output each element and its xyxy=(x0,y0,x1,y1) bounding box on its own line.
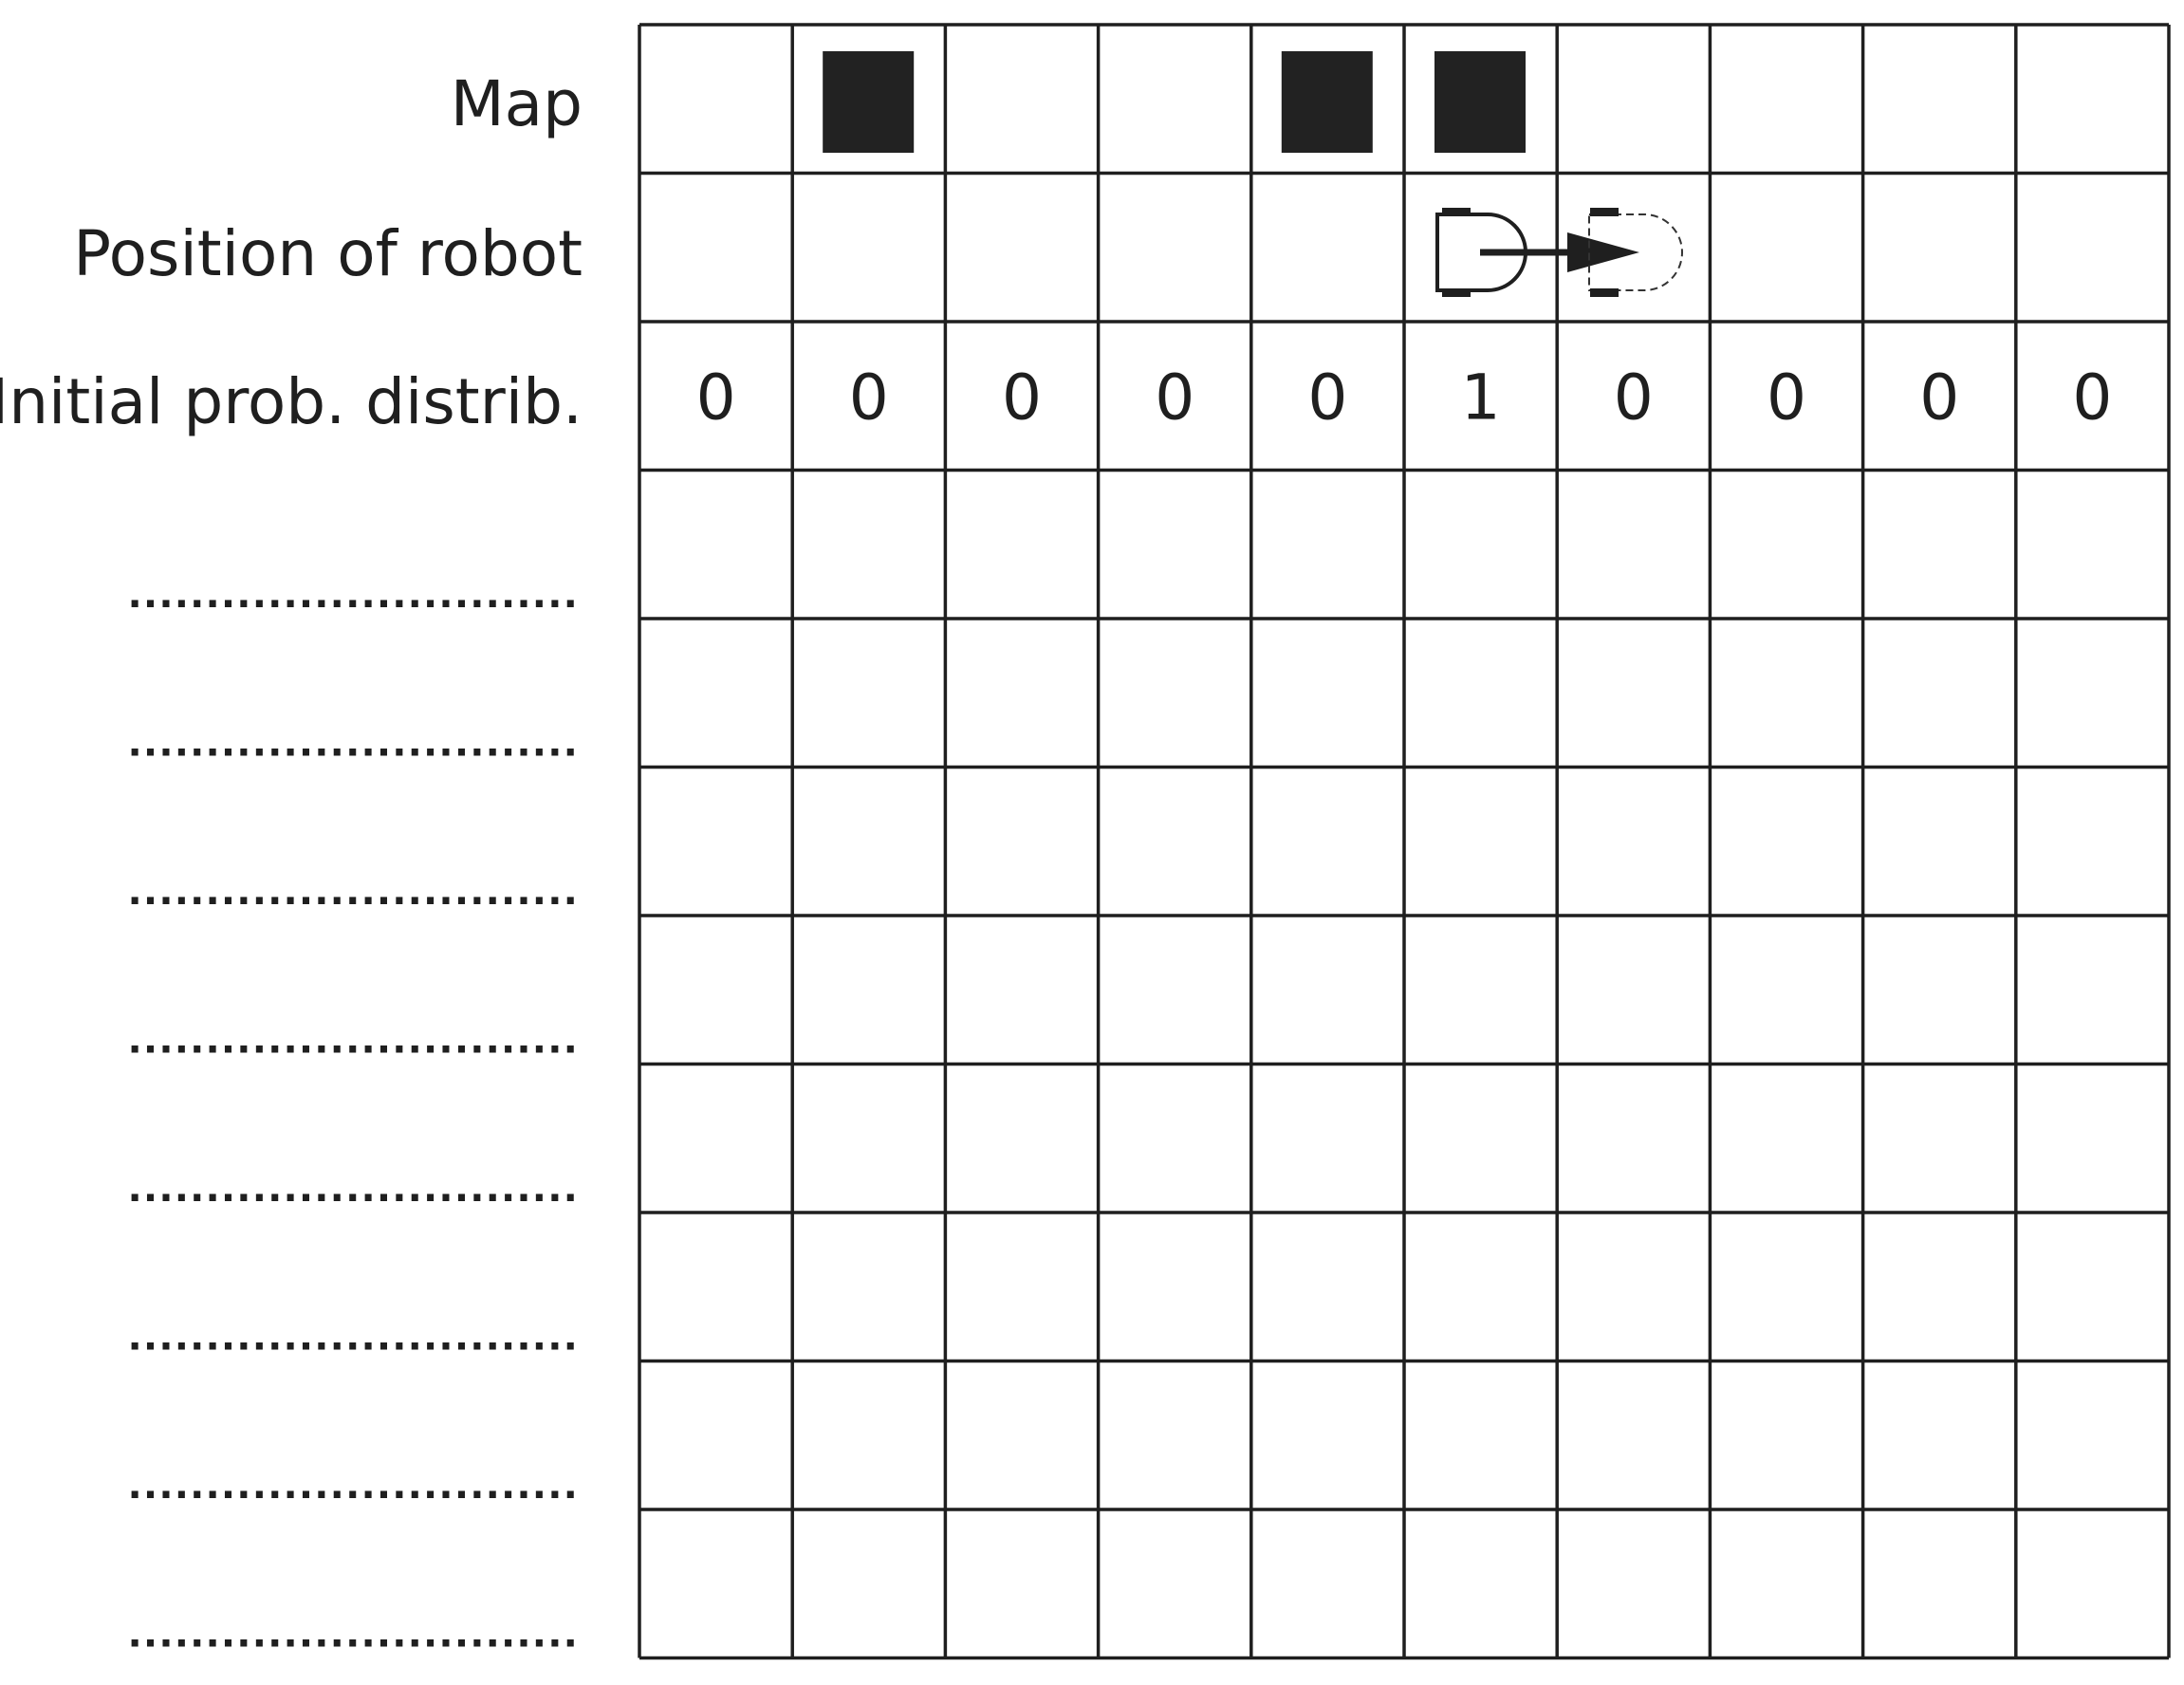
probability-value: 0 xyxy=(849,361,889,434)
map-obstacles xyxy=(823,51,1526,153)
initial-distribution-row-label: Initial prob. distrib. xyxy=(0,365,583,438)
placeholder-label: ............................. xyxy=(128,1019,579,1063)
placeholder-label: ............................. xyxy=(128,573,579,617)
robot-ghost-icon xyxy=(1588,208,1683,297)
placeholder-label: ............................. xyxy=(128,1167,579,1211)
placeholder-labels: ........................................… xyxy=(128,573,579,1657)
move-right-arrow-icon xyxy=(1480,232,1639,272)
probability-value: 0 xyxy=(1614,361,1654,434)
obstacle-cell xyxy=(1281,51,1373,153)
placeholder-label: ............................. xyxy=(128,1464,579,1508)
probability-value: 1 xyxy=(1461,361,1501,434)
probability-value: 0 xyxy=(1002,361,1042,434)
probability-value: 0 xyxy=(1919,361,1959,434)
placeholder-label: ............................. xyxy=(128,1316,579,1360)
placeholder-label: ............................. xyxy=(128,722,579,766)
position-row-label: Position of robot xyxy=(73,217,583,290)
initial-distribution-values: 0 0 0 0 0 1 0 0 0 0 xyxy=(696,361,2113,434)
obstacle-cell xyxy=(823,51,915,153)
probability-value: 0 xyxy=(696,361,736,434)
probability-value: 0 xyxy=(2072,361,2112,434)
map-row-label: Map xyxy=(451,67,583,140)
probability-value: 0 xyxy=(1767,361,1806,434)
grid xyxy=(638,23,2171,1660)
probability-value: 0 xyxy=(1307,361,1347,434)
probability-value: 0 xyxy=(1155,361,1194,434)
robot-motion xyxy=(1435,208,1683,297)
placeholder-label: ............................. xyxy=(128,1613,579,1657)
placeholder-label: ............................. xyxy=(128,870,579,914)
obstacle-cell xyxy=(1434,51,1526,153)
